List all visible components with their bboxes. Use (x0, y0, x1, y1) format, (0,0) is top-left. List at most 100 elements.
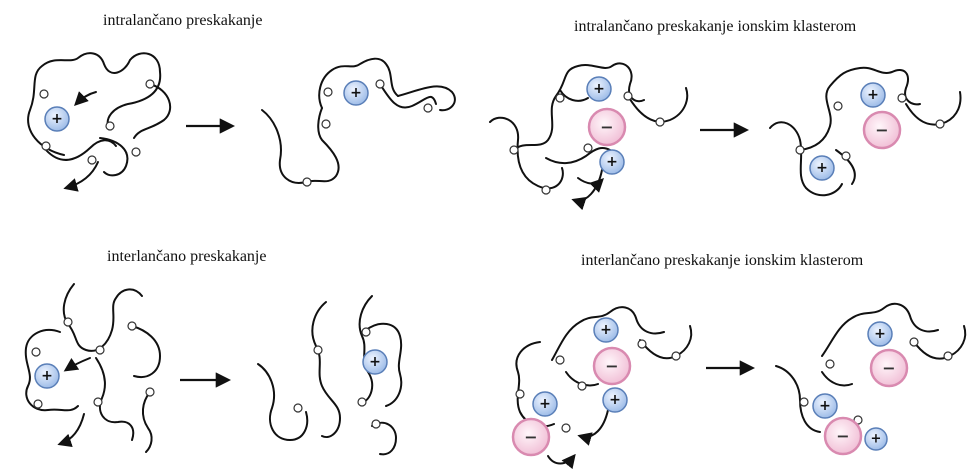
svg-text:−: − (875, 121, 888, 140)
svg-text:+: + (51, 111, 63, 127)
cation: + (860, 82, 886, 108)
panel-intra-cluster-after: + − + (769, 66, 962, 197)
polymer-chain (835, 149, 856, 185)
polymer-chain (799, 66, 921, 151)
svg-text:+: + (871, 432, 882, 447)
svg-text:+: + (606, 154, 618, 170)
polymer-chain (131, 325, 161, 378)
hop-arrow (577, 177, 604, 193)
chain-node (637, 339, 647, 349)
chain-node (795, 145, 805, 155)
panel-intra-after: + (261, 57, 456, 187)
chain-node (671, 351, 681, 361)
polymer-chain (24, 329, 79, 412)
chain-node (127, 321, 137, 331)
title-interchain-hopping: interlančano preskakanje (107, 248, 267, 265)
polymer-chain (358, 295, 374, 405)
polymer-chain (775, 365, 821, 433)
chain-node (799, 397, 809, 407)
cation: + (586, 76, 612, 102)
polymer-chain (133, 83, 172, 139)
polymer-chain (821, 302, 939, 357)
polymer-chain (261, 107, 340, 184)
chain-node (577, 381, 587, 391)
anion: − (511, 417, 551, 457)
polymer-chain (142, 391, 153, 453)
hop-arrow (57, 413, 85, 448)
chain-node (361, 327, 371, 337)
svg-text:+: + (600, 322, 612, 338)
chain-node (63, 317, 73, 327)
chain-node (321, 119, 331, 129)
chain-node (935, 119, 945, 129)
chain-node (293, 403, 303, 413)
title-intrachain-hopping: intralančano preskakanje (103, 12, 263, 29)
svg-text:+: + (867, 87, 879, 103)
cation: + (532, 391, 558, 417)
chain-node (357, 397, 367, 407)
chain-node (41, 141, 51, 151)
chain-node (87, 155, 97, 165)
chain-node (33, 399, 43, 409)
polymer-chain (639, 325, 693, 360)
chain-node (897, 93, 907, 103)
polymer-chain (62, 283, 143, 352)
polymer-chain (489, 116, 564, 190)
polymer-chain (371, 421, 397, 456)
chain-node (131, 147, 141, 157)
anion: − (587, 107, 627, 147)
cation: + (599, 149, 625, 175)
chain-node (825, 359, 835, 369)
cation: + (343, 80, 369, 106)
svg-text:+: + (350, 85, 362, 101)
svg-text:+: + (41, 368, 53, 384)
chain-node (509, 145, 519, 155)
chain-node (95, 345, 105, 355)
chain-node (39, 89, 49, 99)
chain-node (145, 387, 155, 397)
chain-node (833, 101, 843, 111)
polymer-chain (311, 301, 341, 438)
hop-arrow (577, 409, 609, 446)
chain-node (105, 121, 115, 131)
hop-arrow (547, 453, 576, 470)
chain-node (943, 351, 953, 361)
panel-inter-cluster-before: + − + + − (511, 306, 693, 470)
cation: + (812, 393, 838, 419)
chain-node (515, 389, 525, 399)
chain-node (583, 143, 593, 153)
title-intrachain-cluster-hopping: intralančano preskakanje ionskim klaster… (574, 18, 857, 35)
chain-node (375, 79, 385, 89)
svg-text:−: − (605, 357, 618, 376)
chain-node (555, 355, 565, 365)
title-interchain-cluster-hopping: interlančano preskakanje ionskim klaster… (581, 252, 864, 269)
cation: + (362, 349, 388, 375)
svg-text:−: − (524, 428, 537, 447)
polymer-chain (318, 57, 399, 109)
anion: − (823, 416, 863, 456)
chain-node (561, 423, 571, 433)
svg-text:−: − (600, 118, 613, 137)
cation: + (44, 106, 70, 132)
panel-inter-before: + (24, 283, 161, 453)
polymer-chain (769, 121, 843, 197)
panel-intra-before: + (27, 52, 172, 192)
svg-text:−: − (836, 427, 849, 446)
polymer-chain (545, 147, 611, 164)
polymer-chain (627, 87, 689, 123)
svg-text:+: + (874, 326, 886, 342)
chain-node (145, 79, 155, 89)
svg-text:+: + (819, 398, 831, 414)
hop-arrow (63, 161, 99, 192)
chain-node (423, 103, 433, 113)
cation: + (864, 427, 888, 451)
polymer-chain (559, 89, 589, 102)
svg-text:+: + (816, 160, 828, 176)
polymer-chain (821, 371, 853, 387)
svg-text:−: − (882, 359, 895, 378)
polymer-chain (95, 357, 135, 441)
polymer-chain (551, 306, 665, 361)
chain-node (555, 93, 565, 103)
chain-node (541, 185, 551, 195)
svg-text:+: + (539, 396, 551, 412)
